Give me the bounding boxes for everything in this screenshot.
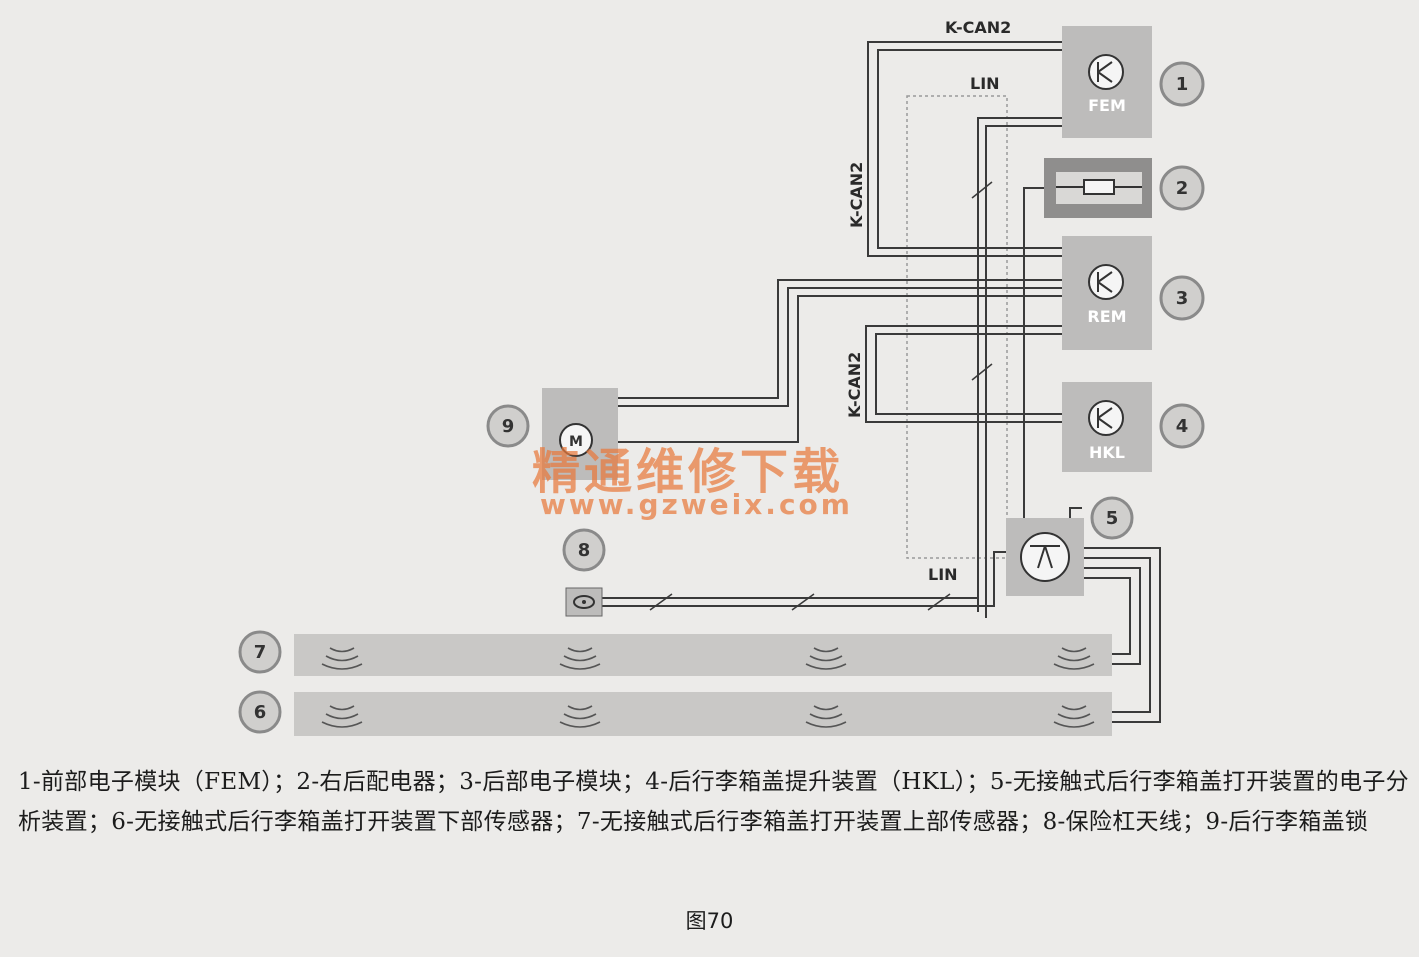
callout-1-label: 1 bbox=[1176, 74, 1189, 95]
callout-9-label: 9 bbox=[502, 416, 515, 437]
wiring-diagram: FEM REM HKL M bbox=[238, 18, 1205, 736]
rem-label: REM bbox=[1087, 307, 1126, 326]
bus-label-lin-lower: LIN bbox=[928, 565, 958, 584]
callout-3: 3 bbox=[1159, 275, 1205, 321]
sensor-bar-upper bbox=[294, 634, 1112, 676]
callout-6: 6 bbox=[238, 690, 282, 734]
callout-2: 2 bbox=[1159, 165, 1205, 211]
module-fuse bbox=[1044, 158, 1152, 218]
callouts: 1 2 3 4 5 6 7 8 9 bbox=[238, 61, 1205, 734]
callout-5: 5 bbox=[1090, 496, 1134, 540]
callout-4: 4 bbox=[1159, 403, 1205, 449]
module-lock: M bbox=[542, 388, 618, 480]
wire-slash-marks bbox=[649, 181, 993, 611]
bus-label-vertical-lower: K-CAN2 bbox=[845, 352, 864, 418]
sensor-bar-lower bbox=[294, 692, 1112, 736]
svg-text:M: M bbox=[569, 434, 583, 450]
callout-3-label: 3 bbox=[1176, 288, 1189, 309]
watermark-text: 精通维修下载 bbox=[532, 444, 845, 500]
callout-2-label: 2 bbox=[1176, 178, 1189, 199]
callout-5-label: 5 bbox=[1106, 508, 1119, 529]
callout-9: 9 bbox=[486, 404, 530, 448]
wire-rem-lock bbox=[612, 279, 1062, 443]
wire-fuse bbox=[1023, 187, 1048, 518]
bus-label-top: K-CAN2 bbox=[945, 18, 1011, 37]
callout-8: 8 bbox=[562, 528, 606, 572]
bus-label-lin-upper: LIN bbox=[970, 74, 1000, 93]
hkl-label: HKL bbox=[1089, 443, 1125, 462]
callout-7: 7 bbox=[238, 630, 282, 674]
module-analysis bbox=[1006, 518, 1084, 596]
bus-label-vertical-upper: K-CAN2 bbox=[847, 162, 866, 228]
callout-1: 1 bbox=[1159, 61, 1205, 107]
wire-lin-fem bbox=[977, 117, 1062, 618]
module-rem: REM bbox=[1062, 236, 1152, 350]
module-fem: FEM bbox=[1062, 26, 1152, 138]
module-hkl: HKL bbox=[1062, 382, 1152, 472]
figure-caption: 1-前部电子模块（FEM）；2-右后配电器；3-后部电子模块；4-后行李箱盖提升… bbox=[18, 769, 1409, 835]
callout-7-label: 7 bbox=[254, 642, 267, 663]
callout-8-label: 8 bbox=[578, 540, 591, 561]
figure-label: 图70 bbox=[685, 909, 734, 933]
fem-label: FEM bbox=[1088, 96, 1126, 115]
callout-6-label: 6 bbox=[254, 702, 267, 723]
callout-4-label: 4 bbox=[1176, 416, 1189, 437]
wire-kcan2-rem-hkl bbox=[865, 325, 1062, 423]
wire-kcan2-fem-rem bbox=[867, 41, 1062, 257]
watermark-url: www.gzweix.com bbox=[540, 488, 853, 521]
wire-sensors bbox=[1069, 507, 1161, 723]
antenna-icon bbox=[565, 587, 603, 617]
